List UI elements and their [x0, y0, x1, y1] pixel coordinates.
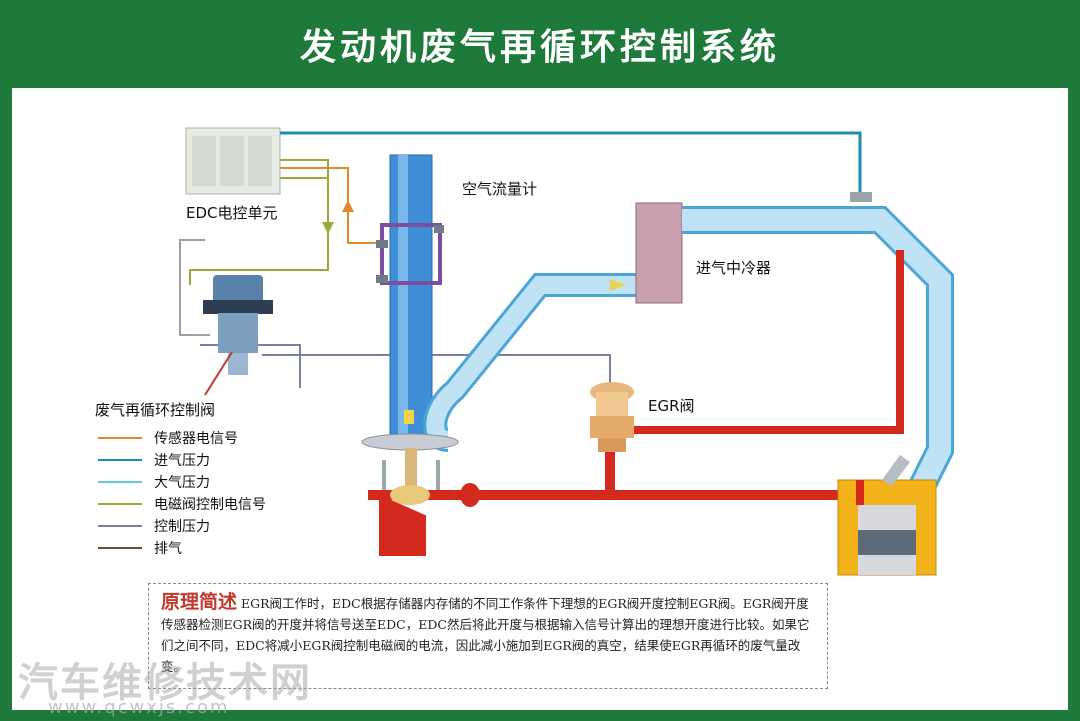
legend-label: 大气压力 — [154, 475, 210, 491]
principle-text: EGR阀工作时，EDC根据存储器内存储的不同工作条件下理想的EGR阀开度控制EG… — [161, 596, 810, 674]
label-intercooler: 进气中冷器 — [696, 259, 772, 277]
legend-item: 排气 — [98, 538, 182, 558]
watermark-url: www.qcwxjs.com — [48, 697, 230, 718]
title-bar: 发动机废气再循环控制系统 — [0, 0, 1080, 88]
edc-unit — [185, 127, 281, 195]
principle-box: 原理简述 EGR阀工作时，EDC根据存储器内存储的不同工作条件下理想的EGR阀开… — [148, 583, 828, 689]
legend-item: 大气压力 — [98, 472, 210, 492]
egr-control-solenoid — [203, 275, 273, 375]
page-title: 发动机废气再循环控制系统 — [299, 27, 780, 68]
egr-valve — [590, 382, 634, 452]
legend-item: 控制压力 — [98, 516, 210, 536]
legend-item: 传感器电信号 — [98, 428, 238, 448]
intercooler — [635, 202, 683, 304]
legend-label: 控制压力 — [154, 519, 210, 535]
label-edc: EDC电控单元 — [186, 204, 278, 222]
label-egr-control-valve: 废气再循环控制阀 — [95, 401, 216, 419]
legend-label: 排气 — [154, 541, 182, 557]
legend-item: 进气压力 — [98, 450, 210, 470]
label-egr-valve: EGR阀 — [648, 397, 695, 415]
legend-swatch — [98, 437, 142, 439]
principle-title: 原理简述 — [161, 591, 238, 613]
legend-swatch — [98, 503, 142, 505]
watermark-logo: 汽车维修技术网 — [18, 660, 312, 706]
label-airflow: 空气流量计 — [462, 180, 538, 198]
legend-swatch — [98, 481, 142, 483]
legend-swatch — [98, 459, 142, 461]
engine-cylinder — [837, 455, 937, 576]
legend-label: 进气压力 — [154, 453, 210, 469]
legend-swatch — [98, 547, 142, 549]
principle-body: 原理简述 EGR阀工作时，EDC根据存储器内存储的不同工作条件下理想的EGR阀开… — [161, 592, 815, 677]
legend-item: 电磁阀控制电信号 — [98, 494, 266, 514]
legend-label: 传感器电信号 — [154, 431, 238, 447]
legend-swatch — [98, 525, 142, 527]
legend-label: 电磁阀控制电信号 — [154, 497, 266, 513]
